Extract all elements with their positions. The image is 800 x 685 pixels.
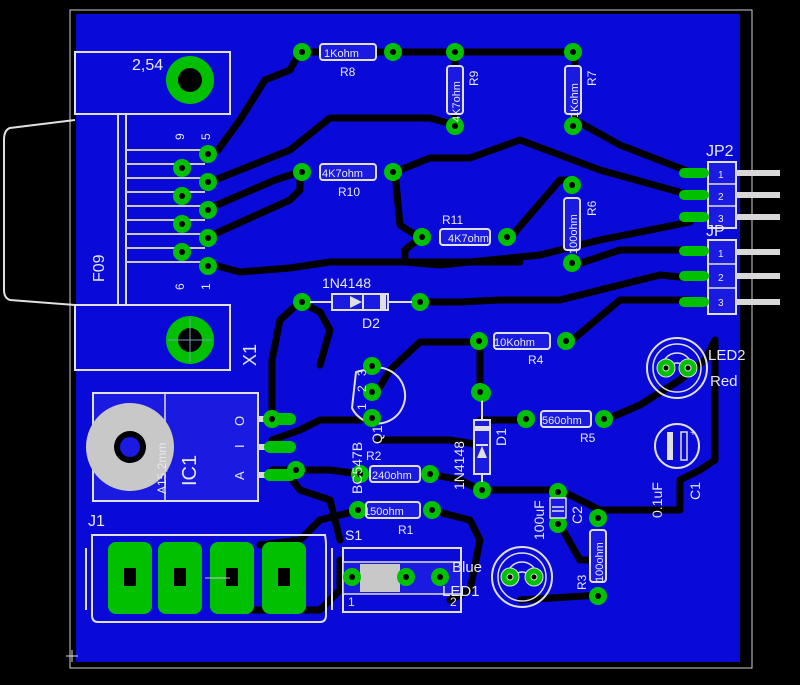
- board-outline: [69, 9, 753, 669]
- resistor-r2: [351, 465, 439, 483]
- r6-value-label: 100ohm: [568, 214, 580, 254]
- jp2-pin-3: 3: [718, 214, 724, 225]
- r5-name-label: R5: [580, 431, 596, 445]
- resistor-r8: [293, 43, 402, 61]
- d2-value-label: 1N4148: [322, 275, 371, 291]
- x1-mount-hole-top: [166, 56, 214, 104]
- resistor-r3: [589, 509, 607, 605]
- ic1-pin-o-label: O: [232, 416, 247, 426]
- jp-name-label: JP: [706, 223, 725, 240]
- x1-type-label: F09: [91, 254, 108, 282]
- r9-name-label: R9: [467, 70, 481, 86]
- r8-name-label: R8: [340, 65, 356, 79]
- d1-name-label: D1: [493, 428, 509, 446]
- led1-name-label: LED1: [442, 583, 480, 600]
- x1-mount-hole-bottom: [166, 316, 214, 364]
- jp2-name-label: JP2: [706, 143, 734, 160]
- jp-pin-2: 2: [718, 273, 724, 284]
- resistor-r7: [564, 43, 582, 135]
- origin-marker: [66, 650, 78, 662]
- x1-connector-outline: [3, 51, 231, 371]
- capacitor-c2: [549, 483, 567, 533]
- diode-d2: [293, 293, 429, 311]
- r7-value-label: 1Kohm: [569, 83, 581, 118]
- transistor-q1: [350, 357, 407, 427]
- c1-value-label: 0.1uF: [649, 482, 665, 518]
- c2-name-label: C2: [569, 506, 585, 524]
- resistor-r4: [470, 332, 575, 350]
- q1-value-label: BC547B: [349, 442, 365, 494]
- ic1-pin-a-label: A: [232, 471, 247, 480]
- x1-pin5-label: 5: [199, 133, 213, 140]
- r11-name-label: R11: [442, 213, 463, 227]
- q1-pin-2: 2: [355, 385, 369, 392]
- jp2-pin-2: 2: [718, 192, 724, 203]
- r2-value-label: 240ohm: [372, 470, 412, 482]
- x1-pin1-label: 1: [199, 283, 213, 290]
- led-led1: [491, 546, 553, 608]
- d1-value-label: 1N4148: [451, 441, 467, 490]
- r3-name-label: R3: [575, 574, 589, 590]
- jp-pin-3: 3: [718, 298, 724, 309]
- q1-pin-3: 3: [355, 369, 369, 376]
- diode-d1: [473, 384, 491, 499]
- r6-name-label: R6: [585, 200, 599, 216]
- q1-pin-1: 1: [355, 403, 369, 410]
- r10-value-label: 4K7ohm: [322, 168, 363, 180]
- led-led2: [646, 337, 708, 399]
- resistor-r10: [293, 163, 402, 181]
- resistor-r6: [563, 176, 581, 272]
- regulator-ic1: [86, 392, 296, 502]
- q1-name-label: Q1: [369, 425, 385, 444]
- ic1-name-label: IC1: [179, 455, 201, 486]
- svg-text:+: +: [690, 428, 696, 439]
- led2-name-label: LED2: [708, 347, 746, 364]
- led1-color-label: Blue: [452, 559, 482, 576]
- led2-color-label: Red: [710, 373, 738, 390]
- jp-pin-1: 1: [718, 249, 724, 260]
- ic1-package-label: A15,2mm: [155, 443, 169, 494]
- x1-pin6-label: 6: [173, 283, 187, 290]
- r11-value-label: 4K7ohm: [448, 233, 489, 245]
- r8-value-label: 1Kohm: [324, 48, 359, 60]
- resistor-r5: [517, 410, 613, 428]
- s1-name-label: S1: [345, 527, 362, 543]
- s1-pin1-label: 1: [348, 595, 355, 609]
- switch-s1: [342, 547, 462, 613]
- r4-name-label: R4: [528, 353, 544, 367]
- resistor-r1: [349, 501, 441, 519]
- x1-pin9-label: 9: [173, 133, 187, 140]
- capacitor-c1: +: [654, 423, 700, 469]
- r9-value-label: 4K7ohm: [451, 81, 463, 122]
- r1-name-label: R1: [398, 523, 414, 537]
- header-jp2: [679, 161, 780, 229]
- r4-value-label: 10Kohm: [494, 337, 535, 349]
- r7-name-label: R7: [585, 70, 599, 86]
- connector-j1: [85, 534, 333, 623]
- s1-pin2-label: 2: [450, 595, 457, 609]
- r10-name-label: R10: [338, 185, 360, 199]
- x1-name-label: X1: [240, 344, 260, 366]
- ic1-pin-i-label: I: [232, 444, 247, 448]
- header-jp: [679, 239, 780, 315]
- j1-name-label: J1: [88, 513, 105, 530]
- c1-name-label: C1: [687, 482, 703, 500]
- x1-pitch-label: 2,54: [132, 57, 163, 74]
- r1-value-label: 150ohm: [364, 506, 404, 518]
- r2-name-label: R2: [366, 449, 382, 463]
- resistor-r9: [446, 43, 464, 135]
- resistor-r11: [413, 228, 516, 246]
- r3-value-label: 100ohm: [594, 542, 606, 582]
- d2-name-label: D2: [362, 315, 380, 331]
- jp2-pin-1: 1: [718, 170, 724, 181]
- c2-value-label: 100uF: [531, 500, 547, 540]
- trace-layer: [201, 48, 719, 614]
- r5-value-label: 560ohm: [542, 415, 582, 427]
